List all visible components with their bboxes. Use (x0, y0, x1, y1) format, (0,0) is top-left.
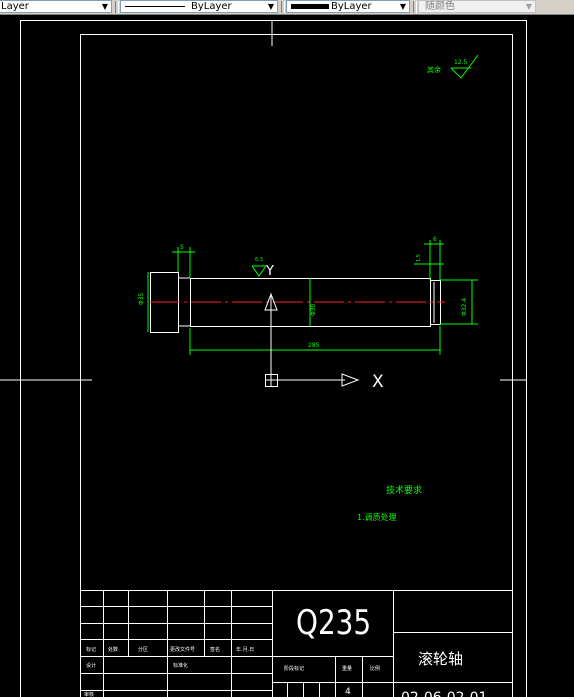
linetype-preview (125, 6, 185, 7)
dim-length: 285 (308, 342, 320, 349)
design-label: 设计 (86, 662, 96, 669)
toolbar-separator (115, 1, 119, 13)
row-label-sign: 签名 (210, 646, 220, 653)
toolbar-separator (281, 1, 285, 13)
lineweight-combo-value: ByLayer (331, 1, 372, 12)
dimensions: 5 Φ35 Φ30 285 6 1.5 Φ32.4 6.3 (138, 236, 478, 355)
lineweight-combo[interactable]: ByLayer ▼ (286, 0, 410, 13)
ucs-icon: Y X (264, 264, 384, 392)
drawing-number: 02-06-02-01 (401, 690, 487, 697)
row-label-zone: 分区 (138, 646, 148, 653)
roughness-symbol: 其余 12.5 (427, 54, 479, 79)
chevron-down-icon[interactable]: ▼ (525, 2, 533, 11)
shaft-part[interactable] (150, 272, 445, 333)
row-label-change: 更改文件号 (170, 646, 195, 653)
roughness-label: 其余 (427, 65, 441, 74)
layer-combo[interactable]: Layer ▼ (0, 0, 112, 13)
toolbar-separator (413, 1, 417, 13)
ucs-x-label: X (372, 372, 384, 392)
part-name: 滚轮轴 (418, 650, 463, 668)
dim-left-top: 5 (180, 244, 184, 251)
dim-left-dia: Φ35 (138, 292, 145, 305)
layer-combo-value: Layer (1, 1, 29, 12)
chevron-down-icon[interactable]: ▼ (399, 2, 407, 11)
linetype-combo-value: ByLayer (191, 1, 232, 12)
material-label: Q235 (296, 603, 371, 642)
count-value: 4 (345, 687, 351, 697)
drawing-frame (80, 34, 513, 697)
row-label-count: 处数 (108, 646, 118, 653)
stage-label: 阶段标记 (284, 665, 304, 672)
tech-requirements-title: 技术要求 (386, 484, 422, 496)
title-block (80, 590, 512, 697)
lineweight-preview (291, 4, 329, 9)
weight-label: 重量 (342, 665, 352, 672)
scale-label: 比例 (370, 665, 380, 672)
dim-small-right: 1.5 (416, 254, 422, 262)
properties-toolbar: Layer ▼ ByLayer ▼ ByLayer ▼ 随颜色 ▼ (0, 0, 574, 15)
row-label-date: 年.月.日 (236, 646, 254, 653)
plotstyle-combo[interactable]: 随颜色 ▼ (418, 0, 536, 13)
plotstyle-combo-value: 随颜色 (425, 1, 455, 12)
linetype-combo[interactable]: ByLayer ▼ (120, 0, 278, 13)
row-label-mark: 标记 (86, 646, 96, 653)
review-label: 审核 (84, 691, 94, 697)
dim-right-dia: Φ32.4 (461, 298, 468, 316)
dim-right-top: 6 (433, 236, 437, 243)
sheet-border (20, 20, 527, 697)
dim-mid-dia: Φ30 (310, 303, 317, 316)
ucs-y-label: Y (265, 264, 274, 279)
chevron-down-icon[interactable]: ▼ (101, 2, 109, 11)
chevron-down-icon[interactable]: ▼ (267, 2, 275, 11)
roughness-value: 12.5 (454, 59, 468, 66)
standard-label: 标准化 (173, 662, 188, 669)
roughness-small: 6.3 (255, 257, 263, 263)
drawing-canvas[interactable]: 其余 12.5 5 Φ35 Φ30 285 (0, 14, 574, 697)
tech-requirements-note: 1.调质处理 (357, 512, 397, 522)
